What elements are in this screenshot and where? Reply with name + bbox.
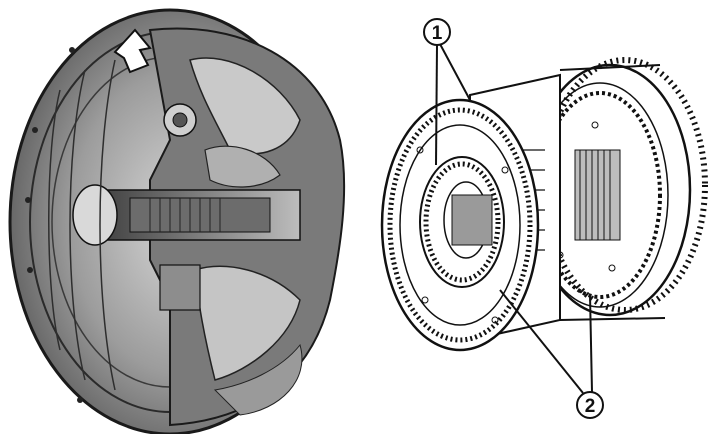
sun-gear [419, 156, 505, 288]
svg-text:2: 2 [585, 396, 596, 417]
callout-2: 2 [499, 289, 604, 419]
torque-converter-cutaway-photo [8, 8, 346, 434]
planetary-gear-set-drawing: 1 2 [376, 0, 715, 434]
svg-text:1: 1 [432, 23, 443, 44]
callout-1: 1 [423, 18, 471, 166]
